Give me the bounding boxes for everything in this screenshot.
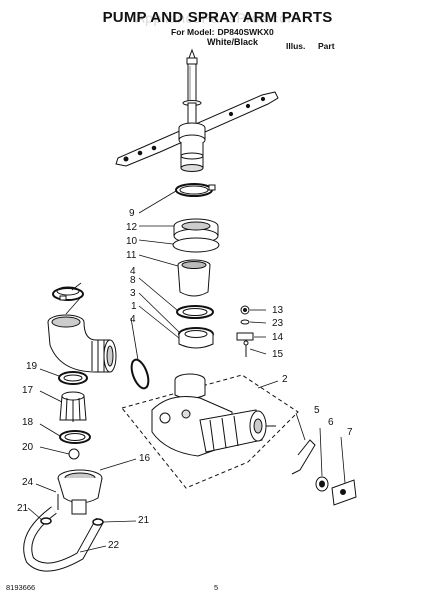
part-16-sump bbox=[57, 469, 103, 515]
callout-10: 10 bbox=[126, 236, 138, 247]
part-11-cup bbox=[177, 259, 211, 297]
callout-4-upper: 4 bbox=[130, 266, 136, 277]
callout-2: 2 bbox=[282, 374, 288, 385]
callout-13: 13 bbox=[272, 305, 284, 316]
color-variant: White/Black bbox=[207, 37, 259, 47]
callout-1: 1 bbox=[131, 301, 137, 312]
column-part: Part bbox=[318, 41, 335, 51]
callout-4-lower: 4 bbox=[130, 314, 136, 325]
callout-24: 24 bbox=[22, 477, 34, 488]
callout-20: 20 bbox=[22, 442, 34, 453]
callout-8: 8 bbox=[130, 275, 136, 286]
callout-5: 5 bbox=[314, 405, 320, 416]
callout-22: 22 bbox=[108, 540, 120, 551]
callout-15: 15 bbox=[272, 349, 284, 360]
watermark: AppliancePartsPros.com bbox=[135, 10, 300, 26]
callout-7: 7 bbox=[347, 427, 353, 438]
part-4-clamp-left bbox=[52, 286, 84, 301]
small-fasteners bbox=[236, 305, 254, 357]
callout-18: 18 bbox=[22, 417, 34, 428]
part-2-pump-motor bbox=[121, 373, 299, 489]
callout-21-left: 21 bbox=[17, 503, 29, 514]
part-8-seal bbox=[176, 305, 214, 319]
page-number: 5 bbox=[214, 583, 219, 592]
leader-lines bbox=[27, 190, 346, 553]
part-6-grommet bbox=[315, 476, 329, 492]
callout-3: 3 bbox=[130, 288, 136, 299]
part-18-ring bbox=[59, 430, 91, 444]
document-number: 8193666 bbox=[6, 583, 36, 592]
callout-12: 12 bbox=[126, 222, 138, 233]
column-illus: Illus. bbox=[286, 41, 306, 51]
model-prefix: For Model: bbox=[171, 27, 215, 37]
callout-9: 9 bbox=[129, 208, 135, 219]
callout-6: 6 bbox=[328, 417, 334, 428]
part-1-ring bbox=[178, 327, 214, 349]
callout-16: 16 bbox=[139, 453, 151, 464]
callout-11: 11 bbox=[126, 250, 137, 261]
page-title: PUMP AND SPRAY ARM PARTS bbox=[102, 9, 333, 26]
callout-17: 17 bbox=[22, 385, 34, 396]
part-19-ring bbox=[58, 371, 88, 385]
spray-arm-assembly bbox=[115, 48, 279, 172]
part-10-housing bbox=[172, 237, 220, 253]
part-17-filter bbox=[59, 391, 87, 422]
part-4-clamp-right bbox=[130, 358, 150, 390]
model-number: DP840SWKX0 bbox=[217, 27, 274, 37]
model-line: For Model:DP840SWKX0 bbox=[171, 27, 277, 37]
part-22-drain-hose bbox=[23, 494, 104, 572]
part-20-ball bbox=[68, 448, 80, 460]
part-3-elbow bbox=[47, 314, 117, 373]
part-7-plate bbox=[331, 479, 357, 506]
callout-23: 23 bbox=[272, 318, 284, 329]
callout-21-right: 21 bbox=[138, 515, 150, 526]
part-5-bracket bbox=[291, 439, 316, 475]
callout-19: 19 bbox=[26, 361, 38, 372]
callout-14: 14 bbox=[272, 332, 284, 343]
part-9-ring bbox=[175, 183, 216, 197]
